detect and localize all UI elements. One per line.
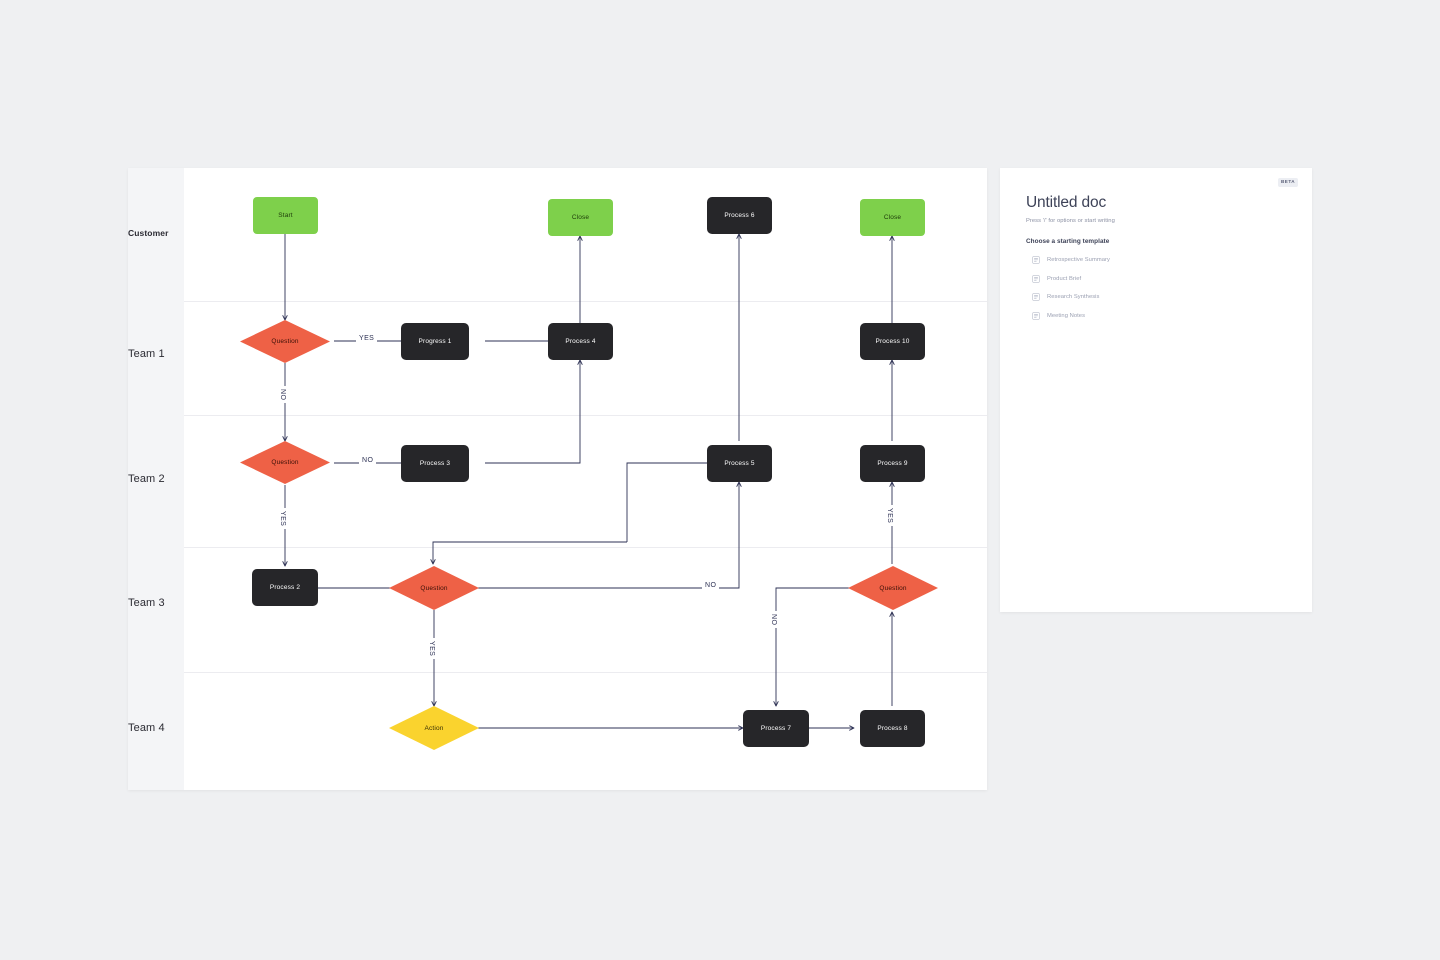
beta-badge: BETA	[1278, 178, 1298, 187]
node-process-9[interactable]: Process 9	[860, 445, 925, 482]
document-placeholder-hint: Press '/' for options or start writing	[1026, 218, 1115, 224]
document-title[interactable]: Untitled doc	[1026, 194, 1107, 211]
lane-label-text: Team 3	[128, 597, 165, 609]
edge-label-yes-2: YES	[279, 508, 286, 530]
edge-label-no-2: NO	[359, 457, 377, 464]
lane-divider	[184, 672, 987, 673]
node-process-6[interactable]: Process 6	[707, 197, 772, 234]
lane-label-text: Team 1	[128, 348, 165, 360]
template-item-label: Meeting Notes	[1047, 312, 1086, 319]
node-label: Action	[424, 724, 444, 732]
template-item-product-brief[interactable]: Product Brief	[1026, 272, 1290, 286]
node-label: Process 8	[877, 725, 908, 732]
templates-heading: Choose a starting template	[1026, 238, 1110, 245]
node-question-1[interactable]: Question	[240, 320, 330, 363]
edge-question3-to-process5	[478, 481, 742, 589]
node-process-2[interactable]: Process 2	[252, 569, 318, 606]
node-start[interactable]: Start	[253, 197, 318, 234]
document-icon	[1032, 256, 1040, 264]
node-process-5[interactable]: Process 5	[707, 445, 772, 482]
flowchart-canvas[interactable]: YES NO NO YES YES NO NO YES Start Close …	[184, 168, 987, 790]
lane-label-text: Customer	[128, 228, 169, 238]
edge-label-no-1: NO	[279, 386, 286, 404]
document-icon	[1032, 293, 1040, 301]
template-item-label: Product Brief	[1047, 275, 1082, 282]
node-label: Process 4	[565, 338, 596, 345]
node-label: Process 7	[760, 725, 792, 732]
node-label: Question	[879, 584, 907, 592]
node-process-7[interactable]: Process 7	[743, 710, 809, 747]
edge-label-no-4: NO	[770, 611, 777, 629]
edge-process3-to-process4	[485, 359, 583, 464]
node-label: Question	[420, 584, 448, 592]
document-panel: BETA Untitled doc Press '/' for options …	[1000, 168, 1312, 612]
swimlane-board: Customer Team 1 Team 2 Team 3 Team 4	[128, 168, 987, 790]
node-label: Process 9	[877, 460, 908, 467]
node-label: Process 6	[724, 212, 755, 219]
node-label: Close	[571, 214, 590, 221]
edge-elbow-to-question3	[430, 541, 627, 565]
node-question-2[interactable]: Question	[240, 441, 330, 484]
node-label: Process 5	[724, 460, 755, 467]
lane-label-customer: Customer	[128, 220, 184, 246]
node-process-10[interactable]: Process 10	[860, 323, 925, 360]
node-label: Process 10	[875, 338, 910, 345]
node-label: Question	[271, 338, 299, 345]
document-body: Untitled doc Press '/' for options or st…	[1000, 168, 1312, 323]
node-process-8[interactable]: Process 8	[860, 710, 925, 747]
node-label: Process 2	[269, 584, 301, 591]
node-progress-1[interactable]: Progress 1	[401, 323, 469, 360]
lane-divider	[184, 301, 987, 302]
node-label: Start	[278, 212, 293, 219]
node-label: Question	[271, 459, 299, 466]
lane-label-team-2: Team 2	[128, 466, 184, 492]
lane-header-column: Customer Team 1 Team 2 Team 3 Team 4	[128, 168, 184, 790]
template-item-label: Research Synthesis	[1047, 294, 1100, 300]
edge-question4-to-process7	[773, 587, 849, 707]
edge-label-yes-3: YES	[428, 638, 435, 660]
edge-label-yes-1: YES	[356, 335, 378, 342]
node-action[interactable]: Action	[389, 706, 479, 750]
node-label: Process 3	[419, 460, 451, 467]
node-close-2[interactable]: Close	[860, 199, 925, 236]
document-icon	[1032, 311, 1040, 320]
node-close-1[interactable]: Close	[548, 199, 613, 236]
lane-label-text: Team 4	[128, 722, 165, 734]
lane-label-team-3: Team 3	[128, 590, 184, 616]
edge-label-no-3: NO	[702, 582, 720, 589]
node-question-4[interactable]: Question	[848, 566, 938, 610]
document-icon	[1032, 274, 1040, 283]
edge-label-yes-4: YES	[886, 505, 893, 527]
node-label: Progress 1	[418, 338, 452, 345]
lane-divider	[184, 547, 987, 548]
template-item-research-synthesis[interactable]: Research Synthesis	[1026, 290, 1290, 304]
template-item-meeting-notes[interactable]: Meeting Notes	[1026, 309, 1290, 323]
node-question-3[interactable]: Question	[389, 566, 479, 610]
lane-label-team-1: Team 1	[128, 341, 184, 367]
template-item-retrospective-summary[interactable]: Retrospective Summary	[1026, 253, 1290, 267]
lane-label-team-4: Team 4	[128, 715, 184, 741]
node-process-3[interactable]: Process 3	[401, 445, 469, 482]
template-item-label: Retrospective Summary	[1047, 257, 1110, 263]
node-process-4[interactable]: Process 4	[548, 323, 613, 360]
lane-divider	[184, 415, 987, 416]
node-label: Close	[883, 214, 902, 221]
lane-label-text: Team 2	[128, 473, 165, 485]
